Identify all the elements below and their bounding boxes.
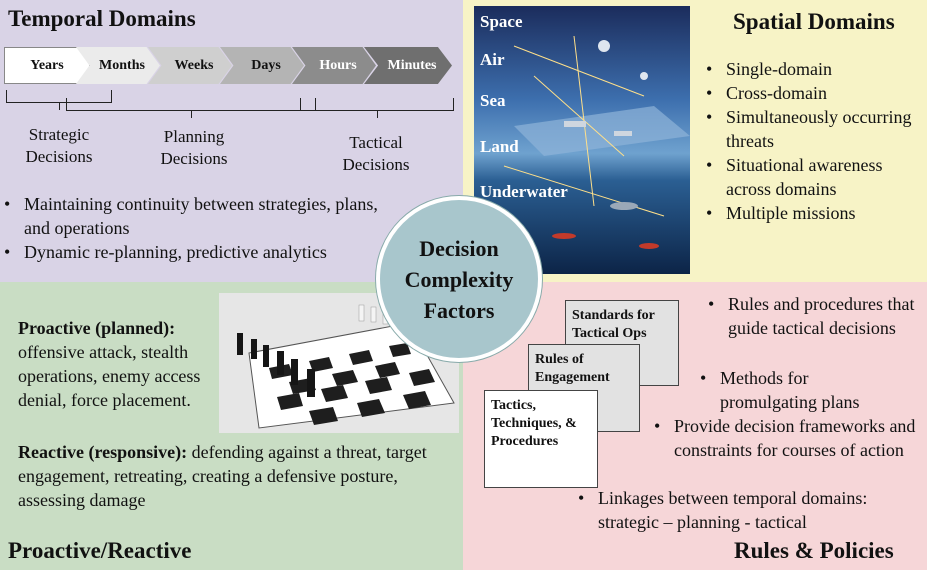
tactical-bracket — [300, 98, 454, 118]
strategic-bracket — [6, 90, 112, 110]
spatial-bullet: Simultaneously occurring threats — [702, 105, 924, 153]
center-line-1: Decision — [419, 235, 499, 261]
rules-bullet-list-2: Methods for promulgating plans — [696, 366, 896, 414]
reactive-text: defending against a threat, target engag… — [18, 442, 427, 510]
domain-label-air: Air — [480, 50, 505, 69]
planning-bracket — [66, 98, 316, 118]
tactical-decisions-label: Tactical Decisions — [342, 133, 410, 174]
rules-bullet-list-3: Provide decision frameworks and constrai… — [650, 414, 920, 462]
strategic-decisions-label: Strategic Decisions — [25, 125, 93, 166]
spatial-bullet: Multiple missions — [702, 201, 924, 225]
time-arrow-months: Months — [76, 47, 160, 84]
rules-bullet: Provide decision frameworks and constrai… — [650, 414, 920, 462]
spatial-bullet: Situational awareness across domains — [702, 153, 924, 201]
temporal-bullet: Maintaining continuity between strategie… — [0, 192, 400, 240]
rules-policies-title: Rules & Policies — [734, 538, 894, 563]
domain-label-space: Space — [480, 12, 523, 31]
planning-decisions-label: Planning Decisions — [160, 127, 228, 168]
time-arrow-hours: Hours — [292, 47, 376, 84]
temporal-bullets: Maintaining continuity between strategie… — [0, 192, 400, 264]
reactive-label: Reactive (responsive): — [18, 442, 188, 462]
spatial-bullet: Single-domain — [702, 57, 924, 81]
proactive-reactive-title: Proactive/Reactive — [8, 538, 192, 563]
time-arrow-days: Days — [220, 47, 304, 84]
proactive-text: offensive attack, stealth operations, en… — [18, 342, 201, 410]
domain-label-land: Land — [480, 137, 519, 156]
time-arrow-minutes: Minutes — [364, 47, 452, 84]
domain-label-underwater: Underwater — [480, 182, 568, 201]
time-arrow-years: Years — [4, 47, 90, 84]
rules-bullet-list-4: Linkages between temporal domains: strat… — [574, 486, 924, 534]
temporal-bullet: Dynamic re-planning, predictive analytic… — [0, 240, 400, 264]
rules-bullet: Rules and procedures that guide tactical… — [704, 292, 924, 340]
proactive-description: Proactive (planned): offensive attack, s… — [18, 316, 218, 412]
spatial-bullets: Single-domain Cross-domain Simultaneousl… — [702, 57, 924, 225]
document-ttp: Tactics, Techniques, & Procedures — [484, 390, 598, 488]
rules-bullet: Methods for promulgating plans — [696, 366, 896, 414]
temporal-domains-title: Temporal Domains — [8, 6, 196, 31]
spatial-bullet: Cross-domain — [702, 81, 924, 105]
center-line-2: Complexity — [404, 266, 514, 292]
spatial-domains-title: Spatial Domains — [733, 9, 895, 34]
time-arrow-weeks: Weeks — [148, 47, 232, 84]
reactive-description: Reactive (responsive): defending against… — [18, 440, 448, 512]
domain-label-sea: Sea — [480, 91, 506, 110]
decision-complexity-factors-circle: Decision Complexity Factors — [376, 196, 542, 362]
rules-bullet: Linkages between temporal domains: strat… — [574, 486, 924, 534]
center-line-3: Factors — [423, 297, 495, 323]
rules-bullet-list-1: Rules and procedures that guide tactical… — [704, 292, 924, 340]
proactive-label: Proactive (planned): — [18, 318, 176, 338]
